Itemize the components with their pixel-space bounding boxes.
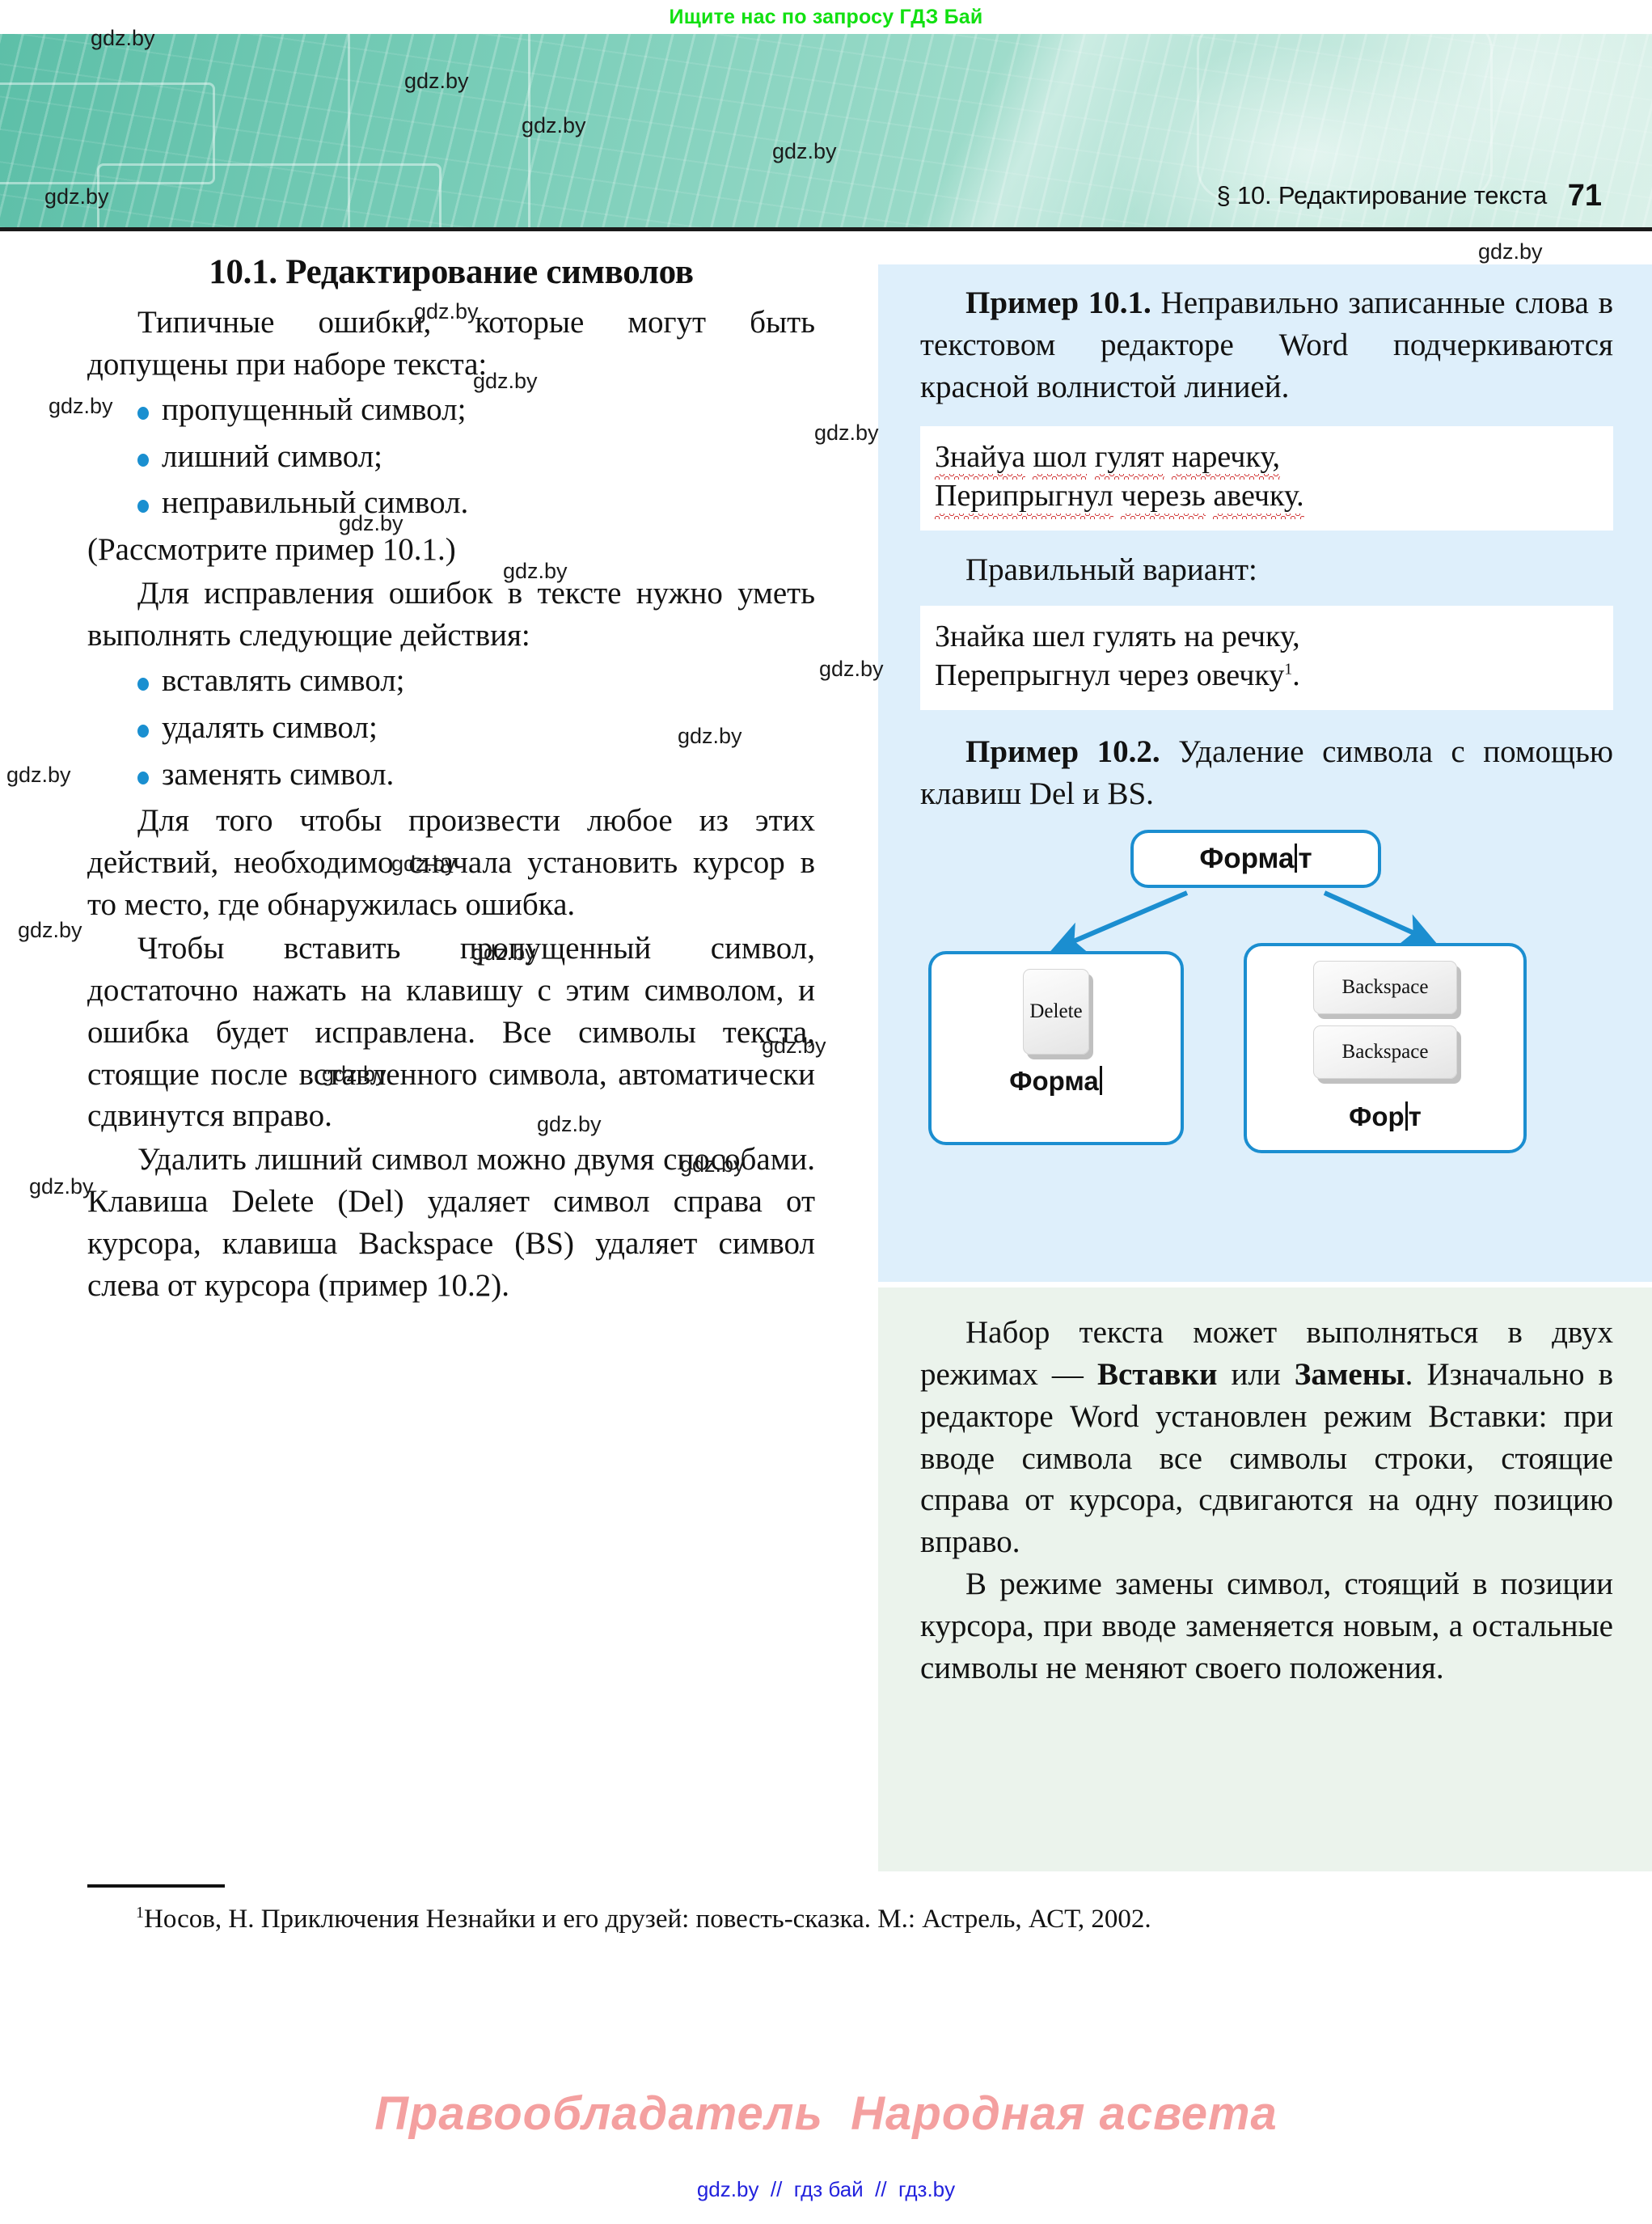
sample-correct-text: Знайка шел гулять на речку, Перепрыгнул … (920, 605, 1613, 711)
example-10-2-paragraph: Пример 10.2. Удаление символа с помощью … (920, 731, 1613, 815)
paragraph-delete-symbol: Удалить лишний символ можно двумя способ… (87, 1142, 815, 1303)
promo-strip: Ищите нас по запросу ГДЗ Бай (0, 0, 1652, 34)
text-before-caret: Фор (1349, 1101, 1405, 1131)
header-divider-rule (0, 227, 1652, 231)
paragraph-fix-actions-intro: Для исправления ошибок в тексте нужно ум… (87, 576, 815, 653)
footnote-ref: 1 (1284, 660, 1293, 679)
paragraph-typical-errors: Типичные ошибки, которые могут быть допу… (87, 305, 815, 382)
example-10-2-label: Пример 10.2. (965, 734, 1160, 770)
list-item: удалять символ; (137, 707, 815, 749)
delete-key[interactable]: Delete (1023, 968, 1089, 1055)
footnote-block: 1Носов, Н. Приключения Незнайки и его др… (87, 1884, 1543, 1937)
note-panel-green: Набор текста может выполняться в двух ре… (878, 1287, 1652, 1871)
note-text-a: Набор текста может выполняться в двух ре… (920, 1315, 1613, 1392)
sample-correct-line-1: Знайка шел гулять на речку, (935, 619, 1300, 653)
misspelled-word: шол (1033, 438, 1087, 480)
paragraph-insert-symbol: Чтобы вставить пропущенный символ, доста… (87, 931, 815, 1134)
examples-panel-blue: Пример 10.1. Неправильно записанные слов… (878, 264, 1652, 1282)
sample-correct-line-2-tail: . (1292, 658, 1300, 693)
list-item: заменять символ. (137, 754, 815, 796)
diagram-node-delete: Delete Форма (928, 950, 1184, 1145)
list-item: неправильный символ. (137, 482, 815, 524)
sample-wrong-line-1: Знайуа шол гулят наречку, (935, 438, 1599, 480)
left-text-column: 10.1. Редактирование символов Типичные о… (87, 252, 815, 1309)
gdz-watermark: gdz.by (1478, 239, 1543, 264)
footnote-text: 1Носов, Н. Приключения Незнайки и его др… (87, 1902, 1543, 1937)
list-item: пропущенный символ; (137, 389, 815, 431)
note-paragraph-modes: Набор текста может выполняться в двух ре… (920, 1312, 1613, 1563)
misspelled-word: Перипрыгнул (935, 476, 1113, 519)
sample-correct-line-2-main: Перепрыгнул через овечку (935, 658, 1285, 693)
bullet-list-actions: вставлять символ; удалять символ; заменя… (87, 660, 815, 796)
sample-wrong-line-2: Перипрыгнул черезь авечку. (935, 476, 1599, 519)
text-before-caret: Форма (1009, 1065, 1099, 1096)
misspelled-word: гулят (1094, 438, 1164, 480)
correct-variant-label: Правильный вариант: (965, 552, 1257, 587)
list-item: лишний символ; (137, 436, 815, 478)
diagram-arrows (1050, 890, 1437, 953)
backspace-key[interactable]: Backspace (1313, 1025, 1457, 1079)
sample-wrong-text: Знайуа шол гулят наречку, Перипрыгнул че… (920, 425, 1613, 531)
footnote-marker: 1 (136, 1904, 144, 1922)
text-caret-icon (1099, 1065, 1102, 1095)
note-mode-replace: Замены (1294, 1356, 1405, 1392)
note-text-c: или (1217, 1356, 1295, 1392)
circuit-trace-decor (1197, 34, 1493, 201)
misspelled-word: наречку, (1172, 438, 1280, 480)
bullet-list-errors: пропущенный символ; лишний символ; непра… (87, 389, 815, 525)
copyright-watermark: Правообладатель Народная асвета (374, 2087, 1278, 2140)
gdz-watermark: gdz.by (814, 421, 879, 445)
footnote-divider (87, 1884, 225, 1888)
misspelled-word: черезь (1121, 476, 1206, 519)
gdz-watermark: gdz.by (6, 763, 71, 787)
paragraph-see-example: (Рассмотрите пример 10.1.) (87, 532, 456, 568)
note-text-e: . Изначально в редакторе Word установлен… (920, 1356, 1613, 1560)
backspace-key[interactable]: Backspace (1313, 960, 1457, 1014)
page-header-banner: § 10. Редактирование текста 71 (0, 34, 1652, 228)
example-10-1-paragraph: Пример 10.1. Неправильно записанные слов… (920, 282, 1613, 408)
example-10-1-intro: Неправильно записанные слова в текстовом… (920, 285, 1613, 404)
text-after-caret: т (1298, 842, 1312, 874)
site-footer-links[interactable]: gdz.by // гдз бай // гдз.by (696, 2177, 956, 2201)
misspelled-word: Знайуа (935, 438, 1025, 480)
example-10-1-label: Пример 10.1. (965, 285, 1151, 320)
subsection-heading: 10.1. Редактирование символов (209, 253, 694, 291)
sample-correct-line-2: Перепрыгнул через овечку1. (935, 656, 1599, 696)
diagram-result-delete: Форма (1009, 1065, 1102, 1097)
list-item: вставлять символ; (137, 660, 815, 702)
footnote-body: Носов, Н. Приключения Незнайки и его дру… (144, 1905, 1151, 1934)
promo-strip-text: Ищите нас по запросу ГДЗ Бай (669, 5, 983, 28)
text-caret-icon (1405, 1101, 1408, 1131)
circuit-trace-decor (0, 82, 215, 184)
gdz-watermark: gdz.by (819, 657, 884, 681)
page-number: 71 (1567, 179, 1602, 213)
text-before-caret: Форма (1199, 842, 1295, 874)
misspelled-word: авечку. (1213, 476, 1304, 519)
gdz-watermark: gdz.by (18, 918, 82, 942)
gdz-watermark: gdz.by (29, 1174, 94, 1199)
paragraph-cursor-placement: Для того чтобы произвести любое из этих … (87, 803, 815, 923)
note-paragraph-replace-mode: В режиме замены символ, стоящий в позици… (920, 1567, 1613, 1685)
circuit-trace-decor (348, 34, 530, 228)
page-title: § 10. Редактирование текста (1216, 181, 1547, 209)
text-caret-icon (1295, 843, 1298, 873)
circuit-trace-decor (97, 163, 442, 228)
note-mode-insert: Вставки (1096, 1356, 1218, 1392)
text-after-caret: т (1408, 1101, 1422, 1131)
example-10-2-intro: Удаление символа с помощью клавиш Del и … (920, 734, 1613, 811)
